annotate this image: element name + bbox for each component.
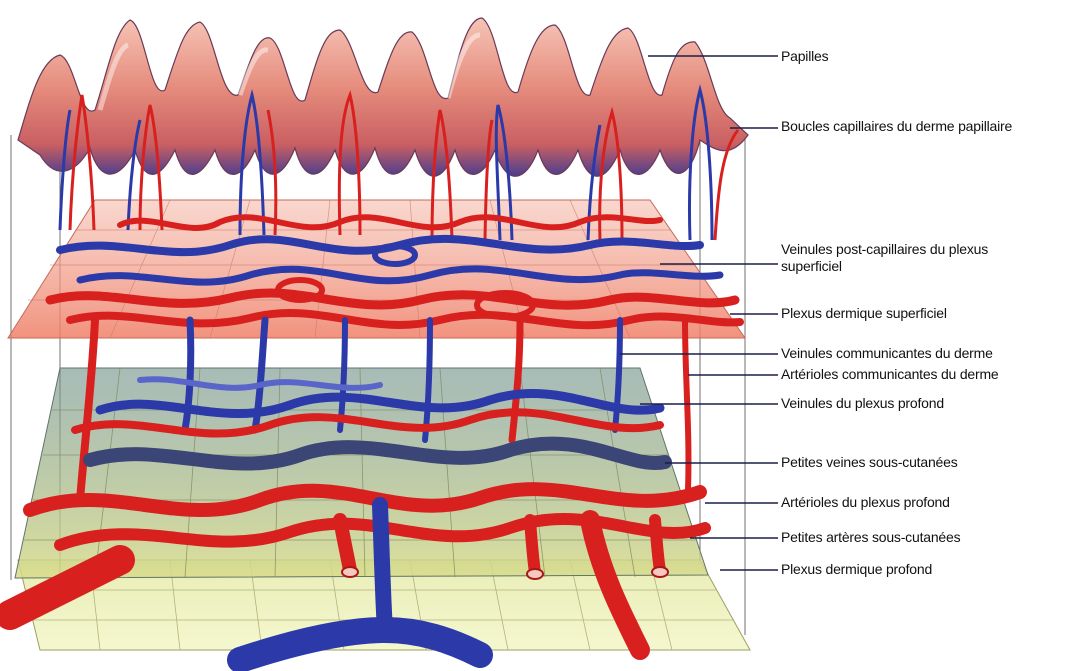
label-arterioles-plexus-profond: Artérioles du plexus profond: [781, 494, 950, 511]
label-veinules-post-capillaires: Veinules post-capillaires du plexus supe…: [781, 241, 1031, 275]
label-plexus-dermique-profond: Plexus dermique profond: [781, 561, 932, 578]
papillae: [18, 18, 748, 176]
label-plexus-dermique-superficiel: Plexus dermique superficiel: [781, 305, 947, 322]
label-arterioles-communicantes: Artérioles communicantes du derme: [781, 366, 999, 383]
label-boucles-capillaires: Boucles capillaires du derme papillaire: [781, 118, 1031, 135]
label-papilles: Papilles: [781, 48, 828, 65]
label-petites-arteres-sous-cutanees: Petites artères sous-cutanées: [781, 529, 960, 546]
label-veinules-plexus-profond: Veinules du plexus profond: [781, 395, 944, 412]
label-veinules-communicantes: Veinules communicantes du derme: [781, 345, 993, 362]
label-petites-veines-sous-cutanees: Petites veines sous-cutanées: [781, 454, 958, 471]
